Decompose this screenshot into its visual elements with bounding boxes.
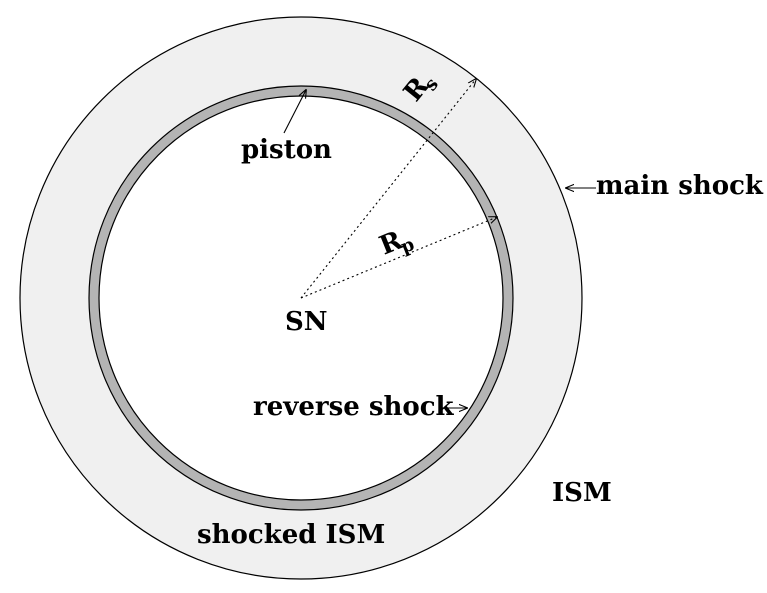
- rp-radius-line: [300, 217, 497, 299]
- piston-arrow: [283, 90, 306, 134]
- main-shock-label: main shock: [596, 171, 764, 201]
- rs-radius-line: [300, 79, 476, 299]
- sn-label: SN: [285, 307, 328, 337]
- shocked-ism-label: shocked ISM: [197, 520, 385, 550]
- piston-label: piston: [241, 135, 332, 165]
- reverse-shock-label: reverse shock: [253, 392, 455, 422]
- ism-label: ISM: [552, 478, 612, 508]
